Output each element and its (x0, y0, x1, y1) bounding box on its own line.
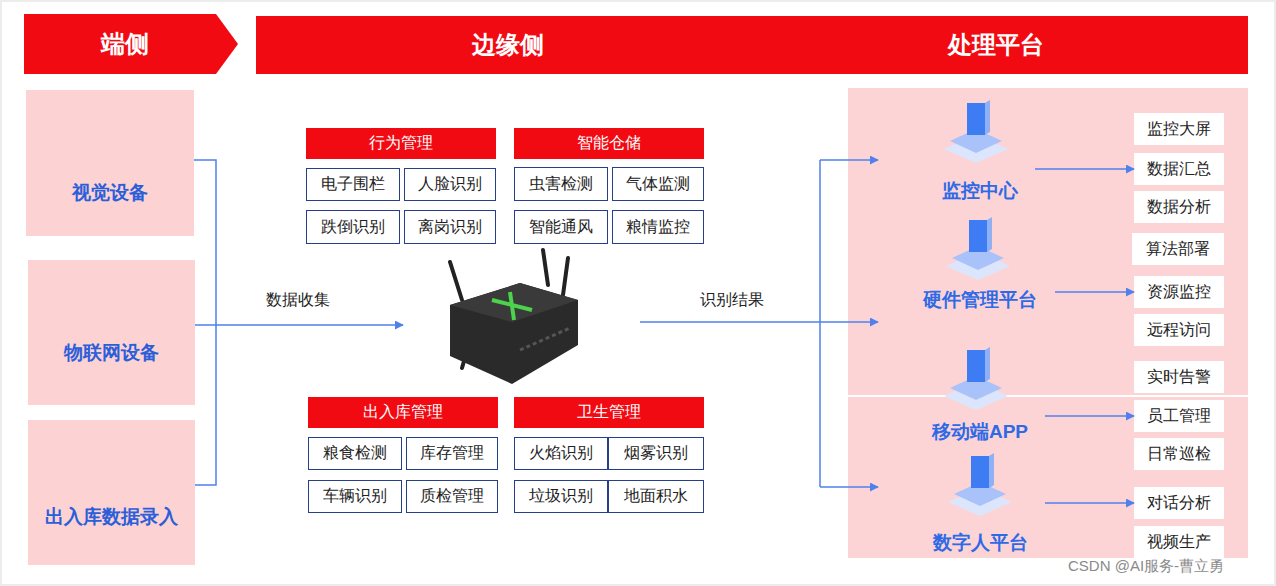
platform-node: 监控中心 (925, 100, 1035, 210)
area-divider (848, 395, 1248, 397)
group-header: 卫生管理 (514, 397, 704, 428)
function-box: 烟雾识别 (608, 437, 704, 470)
function-box: 跌倒识别 (306, 210, 400, 244)
platform-icon (944, 347, 1008, 410)
function-box: 车辆识别 (308, 480, 402, 513)
watermark: CSDN @AI服务-曹立勇 (1068, 557, 1224, 576)
node-text: 日常巡检 (1147, 444, 1211, 465)
node-text: 视频生产 (1147, 532, 1211, 553)
node-text: 垃圾识别 (529, 486, 593, 507)
node-text: 资源监控 (1147, 282, 1211, 303)
node-text: 出入库数据录入 (45, 504, 178, 530)
feature-box: 员工管理 (1134, 400, 1224, 432)
node-text: 硬件管理平台 (923, 287, 1037, 313)
node-text: 气体监测 (626, 174, 690, 195)
node-text: 粮情监控 (626, 217, 690, 238)
router-illustration (450, 250, 578, 384)
feature-box: 远程访问 (1134, 314, 1224, 346)
node-text: 车辆识别 (323, 486, 387, 507)
node-text: 行为管理 (369, 133, 433, 154)
flow-arrow (1045, 415, 1134, 417)
node-text: 离岗识别 (418, 217, 482, 238)
feature-box: 资源监控 (1134, 276, 1224, 308)
platform-icon (944, 100, 1008, 163)
node-text: 跌倒识别 (321, 217, 385, 238)
platform-icon (948, 453, 1012, 516)
feature-box: 监控大屏 (1134, 113, 1224, 145)
node-text: 人脸识别 (418, 174, 482, 195)
source-box: 物联网设备 (28, 260, 195, 405)
platform-node: 数字人平台 (915, 458, 1045, 556)
node-text: 卫生管理 (577, 402, 641, 423)
node-text: 粮食检测 (323, 443, 387, 464)
function-box: 虫害检测 (514, 167, 608, 201)
node-text: 烟雾识别 (624, 443, 688, 464)
function-box: 离岗识别 (404, 210, 496, 244)
feature-box: 算法部署 (1132, 233, 1224, 265)
node-text: 视觉设备 (72, 180, 148, 206)
node-text: 端侧 (101, 28, 149, 60)
node-text: 数字人平台 (933, 530, 1028, 556)
band-shape (24, 14, 238, 74)
function-box: 地面积水 (608, 480, 704, 513)
flow-arrow (1045, 502, 1134, 504)
platform-area (848, 88, 1248, 558)
source-box: 出入库数据录入 (28, 420, 195, 565)
node-text: 智能通风 (529, 217, 593, 238)
node-text: 库存管理 (420, 443, 484, 464)
platform-node: 移动端APP (915, 350, 1045, 448)
function-box: 气体监测 (612, 167, 704, 201)
flow-label: 识别结果 (700, 290, 764, 311)
node-text: 处理平台 (948, 29, 1044, 61)
platform-node: 硬件管理平台 (905, 216, 1055, 316)
function-box: 火焰识别 (514, 437, 608, 470)
node-text: 物联网设备 (64, 340, 159, 366)
function-box: 粮食检测 (308, 437, 402, 470)
node-text: 远程访问 (1147, 320, 1211, 341)
feature-box: 实时告警 (1134, 361, 1224, 393)
feature-box: 日常巡检 (1134, 438, 1224, 470)
group-header: 出入库管理 (308, 397, 498, 428)
function-box: 电子围栏 (306, 168, 400, 201)
flow-arrow (1035, 168, 1134, 170)
flow-arrow (1055, 291, 1134, 293)
node-text: 数据分析 (1147, 197, 1211, 218)
function-box: 智能通风 (514, 210, 608, 244)
section-band: 端侧 (24, 14, 238, 74)
function-box: 垃圾识别 (514, 480, 608, 513)
node-text: 算法部署 (1146, 239, 1210, 260)
section-band: 边缘侧 处理平台 (256, 16, 1248, 74)
node-text: 虫害检测 (529, 174, 593, 195)
node-text: 出入库管理 (363, 402, 443, 423)
node-text: 对话分析 (1147, 493, 1211, 514)
feature-box: 对话分析 (1134, 487, 1224, 519)
node-text: 员工管理 (1147, 406, 1211, 427)
node-text: 地面积水 (624, 486, 688, 507)
source-box: 视觉设备 (26, 90, 194, 236)
feature-box: 视频生产 (1134, 526, 1224, 558)
node-text: 数据汇总 (1147, 159, 1211, 180)
node-text: 质检管理 (420, 486, 484, 507)
function-box: 质检管理 (406, 480, 498, 513)
node-text: 实时告警 (1147, 367, 1211, 388)
node-text: 电子围栏 (321, 174, 385, 195)
node-text: 监控大屏 (1147, 119, 1211, 140)
group-header: 智能仓储 (514, 128, 704, 159)
flow-label: 数据收集 (266, 290, 330, 311)
feature-box: 数据汇总 (1134, 153, 1224, 185)
group-header: 行为管理 (306, 128, 496, 159)
function-box: 人脸识别 (404, 168, 496, 201)
node-text: 火焰识别 (529, 443, 593, 464)
function-box: 库存管理 (406, 437, 498, 470)
feature-box: 数据分析 (1134, 191, 1224, 223)
function-box: 粮情监控 (612, 210, 704, 244)
node-text: 边缘侧 (472, 29, 544, 61)
platform-icon (946, 217, 1010, 280)
node-text: 智能仓储 (577, 133, 641, 154)
node-text: 监控中心 (942, 178, 1018, 204)
node-text: 移动端APP (932, 419, 1028, 445)
